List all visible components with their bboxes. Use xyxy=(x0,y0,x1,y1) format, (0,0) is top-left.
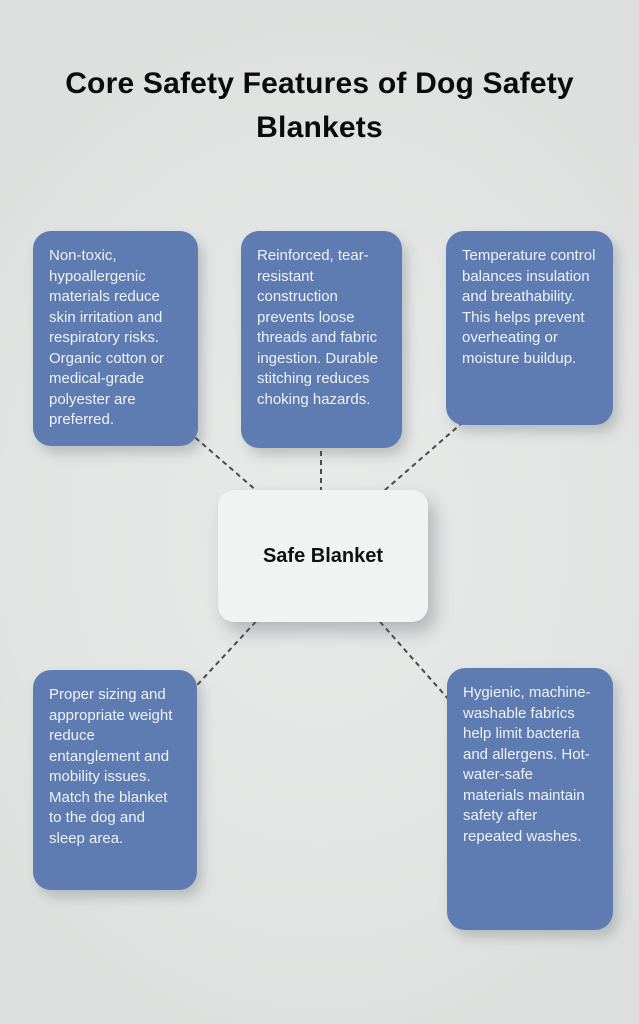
feature-node-construction-text: Reinforced, tear-resistant construction … xyxy=(257,247,378,408)
feature-node-hygiene-text: Hygienic, machine-washable fabrics help … xyxy=(463,684,591,845)
feature-node-hygiene: Hygienic, machine-washable fabrics help … xyxy=(447,668,613,930)
center-node-label: Safe Blanket xyxy=(262,544,384,567)
feature-node-temperature-text: Temperature control balances insulation … xyxy=(462,247,596,367)
feature-node-construction: Reinforced, tear-resistant construction … xyxy=(241,231,402,448)
feature-node-materials: Non-toxic, hypoallergenic materials redu… xyxy=(33,231,198,446)
feature-node-temperature: Temperature control balances insulation … xyxy=(446,231,613,425)
feature-node-sizing-text: Proper sizing and appropriate weight red… xyxy=(49,686,173,847)
center-node-safe-blanket: Safe Blanket xyxy=(218,490,428,622)
connector-bottom-right xyxy=(373,614,459,711)
connector-top-right xyxy=(376,415,471,498)
connector-bottom-left xyxy=(185,614,263,698)
feature-node-sizing: Proper sizing and appropriate weight red… xyxy=(33,670,197,890)
feature-node-materials-text: Non-toxic, hypoallergenic materials redu… xyxy=(49,247,165,428)
page-title: Core Safety Features of Dog Safety Blank… xyxy=(65,67,574,144)
